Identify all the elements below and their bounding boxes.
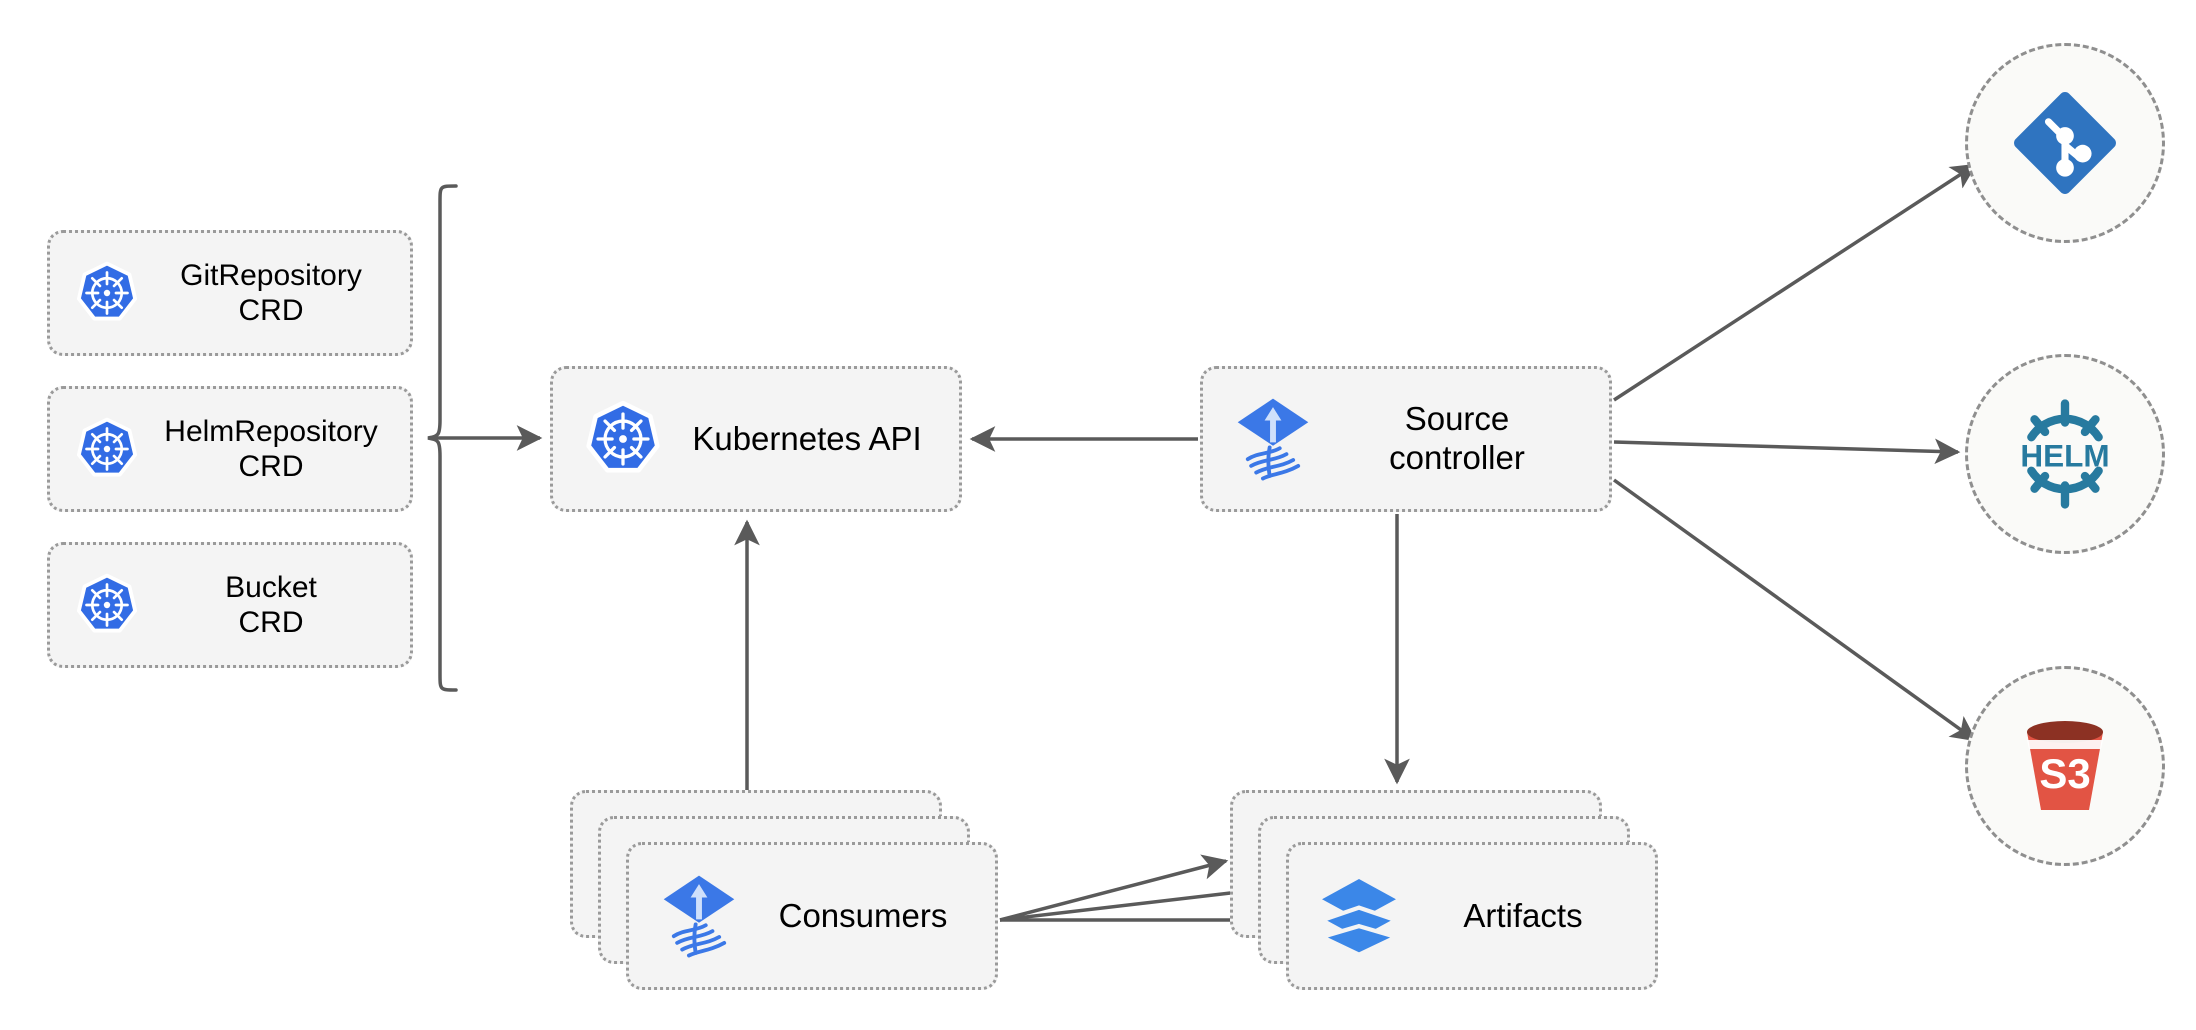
- edge-consumers-to-artifacts-1: [999, 854, 1229, 922]
- kubernetes-icon: [68, 573, 146, 637]
- crd-card-bucket[interactable]: Bucket CRD: [47, 542, 413, 668]
- edge-source-to-s3: [1612, 478, 1977, 742]
- kubernetes-icon: [68, 417, 146, 481]
- node-label: Artifacts: [1463, 897, 1583, 934]
- crd-card-label: GitRepository CRD: [180, 258, 362, 327]
- node-label: Source controller: [1389, 400, 1525, 476]
- crd-card-helmrepository[interactable]: HelmRepository CRD: [47, 386, 413, 512]
- node-label: Consumers: [778, 897, 948, 934]
- consumers-stack-layer-front[interactable]: Consumers: [626, 842, 998, 990]
- node-source-controller[interactable]: Source controller: [1200, 366, 1612, 512]
- helm-icon: HELM: [2002, 391, 2128, 517]
- s3-icon: S3: [2005, 706, 2125, 826]
- artifacts-stack-layer-front[interactable]: Artifacts: [1286, 842, 1658, 990]
- node-kubernetes-api[interactable]: Kubernetes API: [550, 366, 962, 512]
- crd-card-label: HelmRepository CRD: [164, 414, 378, 483]
- flux-icon: [651, 872, 747, 960]
- git-icon: [2006, 84, 2124, 202]
- backend-git[interactable]: [1965, 43, 2165, 243]
- backend-helm[interactable]: HELM: [1965, 354, 2165, 554]
- node-label: Kubernetes API: [692, 419, 922, 457]
- backend-s3[interactable]: S3: [1965, 666, 2165, 866]
- crd-group-brace: [427, 184, 543, 692]
- edge-source-to-git: [1613, 163, 1977, 402]
- flux-icon: [1225, 395, 1321, 483]
- kubernetes-icon: [575, 400, 671, 478]
- s3-wordmark: S3: [2039, 750, 2090, 797]
- edge-consumers-to-artifacts-2: [999, 879, 1259, 922]
- crd-card-label: Bucket CRD: [225, 570, 317, 639]
- helm-wordmark: HELM: [2020, 438, 2109, 474]
- kubernetes-icon: [68, 261, 146, 325]
- edge-source-to-helm: [1613, 438, 1961, 465]
- layers-icon: [1311, 874, 1407, 958]
- crd-card-gitrepository[interactable]: GitRepository CRD: [47, 230, 413, 356]
